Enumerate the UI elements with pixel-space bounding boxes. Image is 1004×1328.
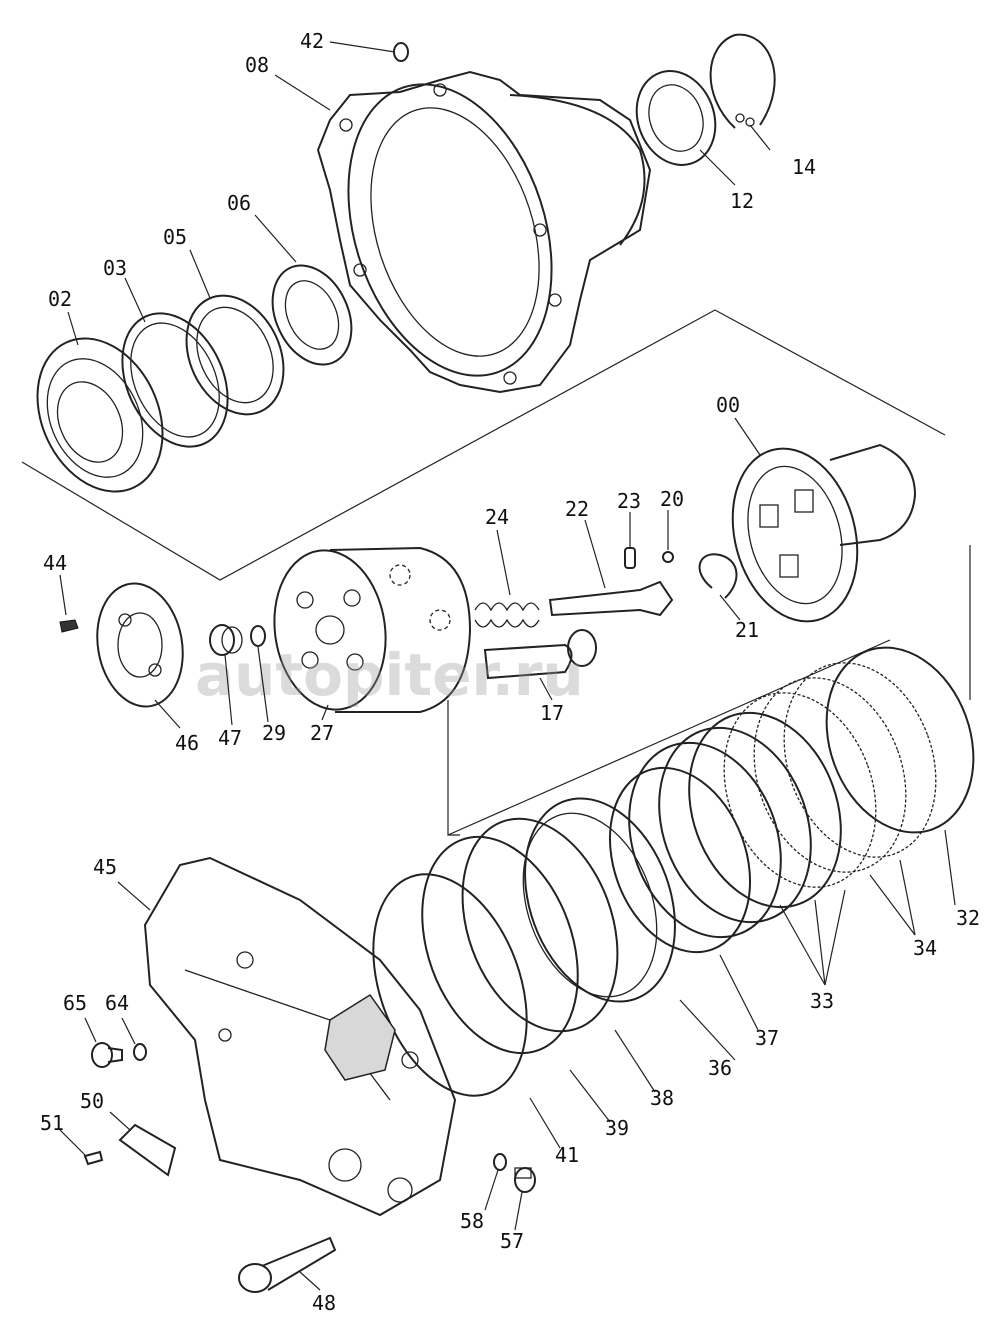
housing-part-08 (316, 70, 652, 394)
part-label: 21 (735, 618, 759, 642)
watermark: autopiter.ru (195, 641, 584, 709)
pin-part-23 (624, 547, 636, 569)
snap-ring-part-14 (709, 33, 776, 129)
part-label: 17 (540, 701, 564, 725)
piston-part-17 (483, 629, 597, 680)
part-label: 24 (485, 505, 509, 529)
part-label: 42 (300, 29, 324, 53)
exploded-boundary-lines (21, 309, 971, 836)
spool-part-22 (548, 580, 674, 617)
shaft-part-00 (731, 443, 917, 623)
part-label: 32 (956, 906, 980, 930)
part-label: 64 (105, 991, 129, 1015)
plug-part-65 (91, 1042, 123, 1068)
part-label: 39 (605, 1116, 629, 1140)
part-label: 33 (810, 989, 834, 1013)
cover-plate-part-50 (118, 1123, 177, 1177)
part-label: 23 (617, 489, 641, 513)
plug-part-44 (59, 619, 79, 633)
part-label: 57 (500, 1229, 524, 1253)
part-label: 58 (460, 1209, 484, 1233)
bearing-part-12 (635, 70, 717, 166)
valve-plate-part-46 (96, 582, 184, 708)
ring-part-03 (121, 312, 229, 448)
plug-part-57 (514, 1167, 536, 1193)
sleeve-part-47 (209, 624, 243, 656)
part-label: 45 (93, 855, 117, 879)
part-label: 02 (48, 287, 72, 311)
o-ring-part-64 (133, 1043, 147, 1061)
part-label: 38 (650, 1086, 674, 1110)
ring-part-39 (421, 835, 579, 1055)
part-label: 14 (792, 155, 816, 179)
part-label: 29 (262, 721, 286, 745)
ring-part-29 (250, 625, 266, 647)
part-label: 48 (312, 1291, 336, 1315)
part-label: 12 (730, 189, 754, 213)
part-label: 51 (40, 1111, 64, 1135)
rear-cover-part-45 (143, 856, 457, 1217)
part-label: 50 (80, 1089, 104, 1113)
part-label: 47 (218, 726, 242, 750)
part-label: 27 (310, 721, 334, 745)
part-label: 22 (565, 497, 589, 521)
plate-part-32 (825, 646, 975, 834)
part-label: 36 (708, 1056, 732, 1080)
ball-part-20 (662, 551, 674, 563)
pin-part-42 (393, 42, 409, 62)
part-label: 65 (63, 991, 87, 1015)
o-ring-part-58 (493, 1153, 507, 1171)
ring-part-38 (461, 817, 619, 1033)
nut-part-06 (271, 264, 353, 366)
bearing-part-02 (36, 337, 164, 493)
ring-part-37 (608, 766, 752, 954)
part-label: 46 (175, 731, 199, 755)
part-label: 00 (716, 393, 740, 417)
cylinder-block-part-27 (273, 546, 472, 713)
screw-part-51 (83, 1150, 104, 1166)
bolt-part-48 (238, 1236, 337, 1293)
spring-part-24 (474, 602, 540, 628)
part-label: 41 (555, 1143, 579, 1167)
friction-plates-part-34 (723, 662, 937, 888)
part-label: 34 (913, 936, 937, 960)
snap-ring-part-21 (698, 553, 738, 599)
part-labels: 42 08 14 12 06 05 03 02 00 24 22 23 20 4… (40, 29, 980, 1315)
part-label: 05 (163, 225, 187, 249)
separator-plates-part-33 (628, 711, 842, 939)
part-label: 44 (43, 551, 67, 575)
part-label: 06 (227, 191, 251, 215)
leader-lines (59, 41, 956, 1291)
seal-part-05 (185, 294, 285, 416)
part-label: 03 (103, 256, 127, 280)
part-label: 08 (245, 53, 269, 77)
part-label: 20 (660, 487, 684, 511)
brake-piston-part-36 (522, 797, 676, 1003)
o-ring-part-41 (372, 873, 528, 1097)
part-label: 37 (755, 1026, 779, 1050)
